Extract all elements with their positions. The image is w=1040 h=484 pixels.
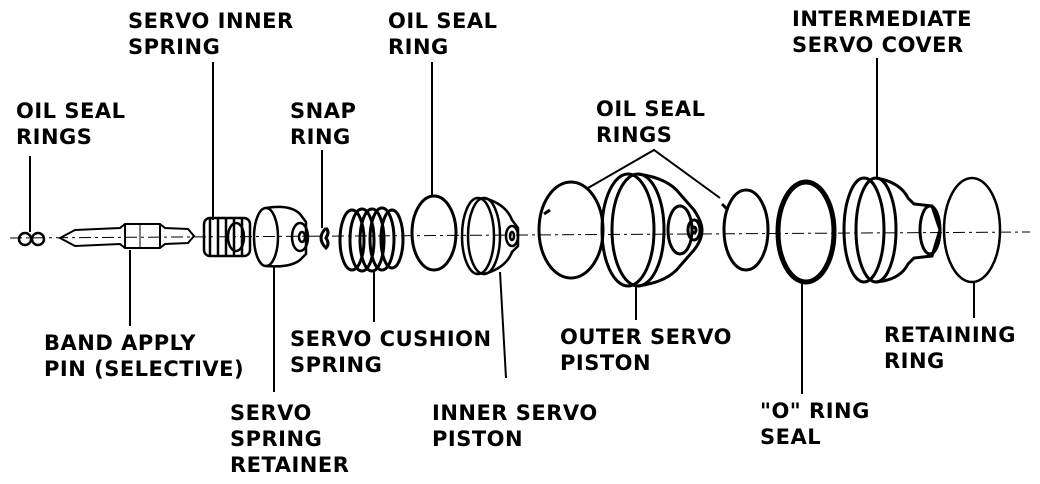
oil-seal-ring-large-part — [537, 180, 605, 280]
outer-servo-piston-part — [600, 172, 704, 288]
servo-spring-retainer-part — [252, 205, 310, 268]
label-inner-servo-piston: INNER SERVO PISTON — [432, 401, 598, 451]
label-intermediate-servo-cover: INTERMEDIATE SERVO COVER — [792, 7, 973, 57]
label-o-ring-seal: "O" RING SEAL — [760, 399, 870, 449]
inner-servo-piston-part — [460, 196, 520, 276]
label-retaining-ring: RETAINING RING — [884, 323, 1016, 373]
label-oil-seal-ring: OIL SEAL RING — [388, 9, 498, 59]
band-apply-pin-part — [57, 223, 196, 249]
oil-seal-ring-small-part — [722, 188, 770, 272]
oil-seal-rings-small-part — [17, 231, 46, 247]
oil-seal-ring-part — [410, 194, 458, 272]
snap-ring-part — [319, 226, 330, 251]
label-servo-cushion-spring: SERVO CUSHION SPRING — [290, 327, 492, 377]
leader-lines — [29, 58, 975, 394]
center-axis — [9, 231, 1031, 239]
label-servo-spring-retainer: SERVO SPRING RETAINER — [230, 401, 350, 477]
servo-inner-spring-part — [202, 216, 252, 258]
o-ring-seal-part — [775, 179, 837, 285]
servo-cushion-spring-part — [338, 206, 405, 273]
intermediate-servo-cover-part — [842, 176, 942, 284]
label-outer-servo-piston: OUTER SERVO PISTON — [560, 325, 732, 375]
label-band-apply-pin: BAND APPLY PIN (SELECTIVE) — [44, 331, 245, 381]
label-snap-ring: SNAP RING — [290, 99, 357, 149]
label-oil-seal-rings-left: OIL SEAL RINGS — [16, 99, 126, 149]
label-servo-inner-spring: SERVO INNER SPRING — [128, 9, 294, 59]
retaining-ring-part — [942, 176, 1002, 284]
label-oil-seal-rings-center: OIL SEAL RINGS — [596, 97, 706, 147]
